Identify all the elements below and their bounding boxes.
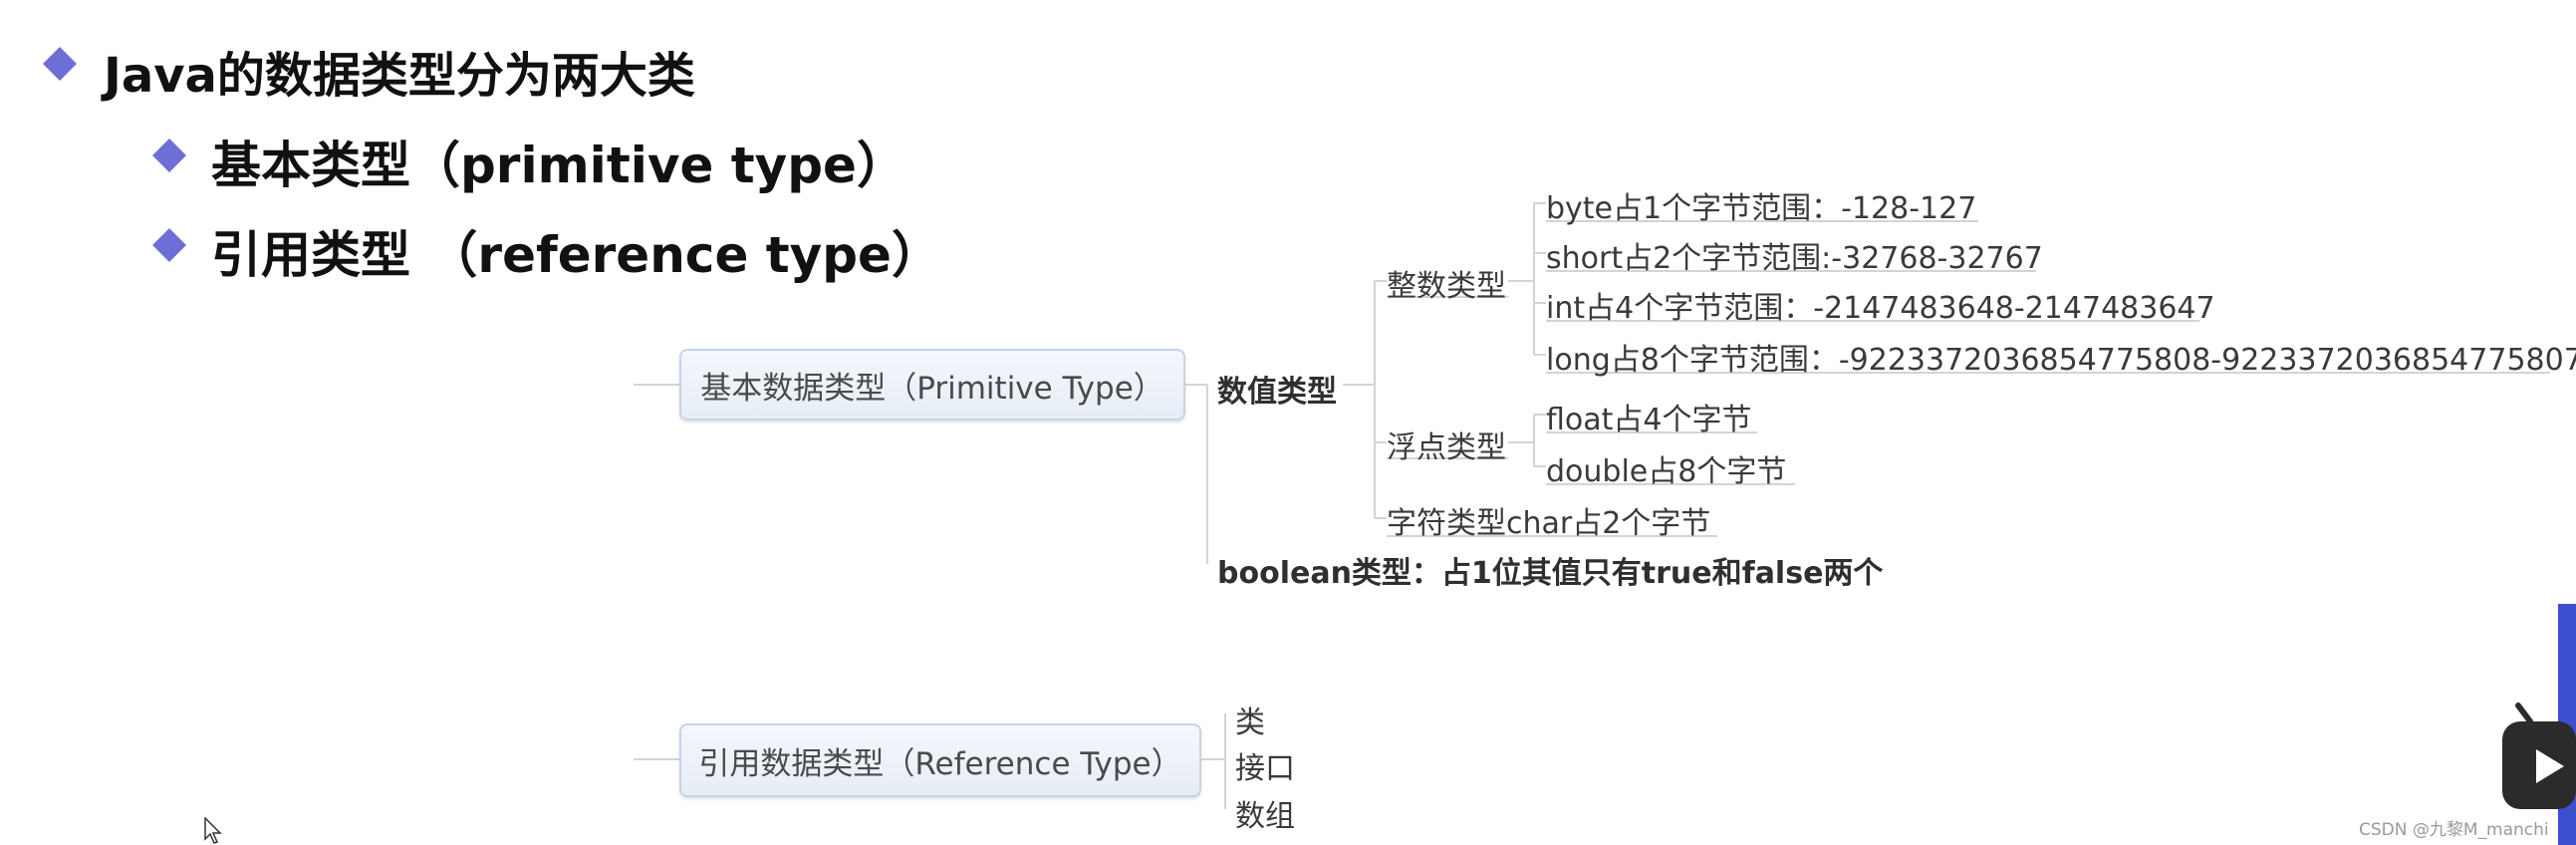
byte-range-label: byte占1个字节范围：-128-127: [1546, 191, 1977, 226]
double-size-label: double占8个字节: [1546, 454, 1787, 489]
reference-data-type-node: 引用数据类型（Reference Type）: [679, 723, 1201, 797]
integer-type-label: 整数类型: [1387, 269, 1506, 304]
csdn-watermark: CSDN @九黎M_manchi: [2359, 820, 2549, 840]
mouse-cursor-icon: [204, 817, 222, 844]
primitive-type-item: 基本类型（primitive type）: [211, 137, 906, 194]
bullet-diamond-icon: [152, 228, 186, 262]
interface-label: 接口: [1235, 751, 1295, 786]
float-type-label: 浮点类型: [1387, 430, 1506, 465]
bullet-diamond-icon: [152, 139, 186, 172]
primitive-data-type-node: 基本数据类型（Primitive Type）: [679, 349, 1185, 421]
long-range-label: long占8个字节范围：-9223372036854775808-9223372…: [1546, 343, 2576, 378]
boolean-type-label: boolean类型：占1位其值只有true和false两个: [1217, 556, 1884, 591]
reference-type-item: 引用类型 （reference type）: [211, 226, 941, 284]
float-size-label: float占4个字节: [1546, 403, 1752, 437]
short-range-label: short占2个字节范围:-32768-32767: [1546, 241, 2043, 276]
class-label: 类: [1235, 705, 1265, 740]
bullet-diamond-icon: [43, 47, 77, 81]
int-range-label: int占4个字节范围：-2147483648-2147483647: [1546, 291, 2215, 326]
char-type-label: 字符类型char占2个字节: [1387, 506, 1711, 541]
array-label: 数组: [1235, 799, 1295, 834]
numeric-type-label: 数值类型: [1217, 375, 1337, 410]
main-heading: Java的数据类型分为两大类: [104, 48, 695, 104]
video-play-icon[interactable]: [2498, 702, 2576, 811]
